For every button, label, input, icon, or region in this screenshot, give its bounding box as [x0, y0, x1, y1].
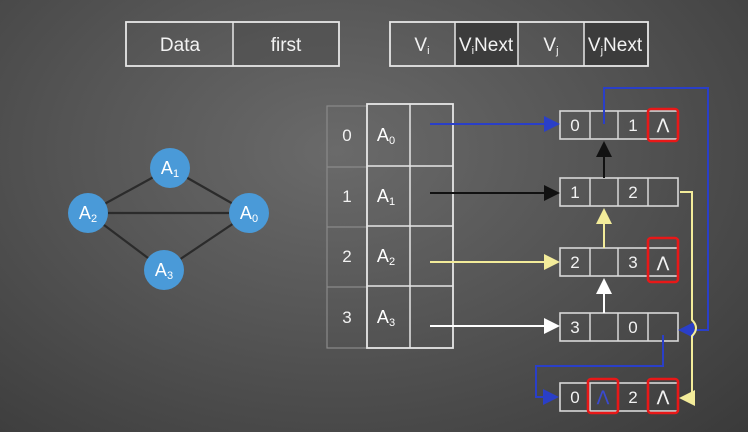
- null-highlight: [586, 377, 620, 415]
- edge-node-0: 0 1 Λ: [559, 107, 680, 143]
- vertex-table: 0 A0 1 A1 2 A2 3 A3: [326, 103, 454, 349]
- vertex-row-0: 0 A0: [342, 125, 395, 147]
- edge-node-1: 1 2: [559, 177, 679, 207]
- data-field-label: Data: [160, 35, 201, 56]
- svg-text:1: 1: [628, 116, 637, 135]
- null-highlight: [646, 236, 680, 284]
- vi-field-label: Vi: [414, 35, 429, 57]
- svg-text:0: 0: [628, 318, 637, 337]
- svg-text:1: 1: [570, 183, 579, 202]
- svg-text:2: 2: [570, 253, 579, 272]
- svg-text:A2: A2: [377, 246, 395, 268]
- graph-node-a0: A0: [229, 193, 269, 233]
- undirected-graph: A1 A2 A0 A3: [68, 148, 269, 290]
- first-pointers: [430, 116, 560, 334]
- svg-text:3: 3: [342, 308, 351, 327]
- svg-text:1: 1: [342, 187, 351, 206]
- yellow-chain-right: [679, 191, 697, 406]
- vertex-row-2: 2 A2: [342, 246, 395, 268]
- edge-node-4: 0 2 Λ Λ: [559, 377, 680, 415]
- svg-text:Λ: Λ: [597, 387, 610, 409]
- next-pointers: [535, 87, 709, 406]
- svg-text:A2: A2: [79, 203, 97, 225]
- vjnext-field-label: VjNext: [588, 35, 643, 57]
- svg-text:A1: A1: [377, 186, 395, 208]
- svg-text:Λ: Λ: [657, 387, 670, 409]
- svg-text:A3: A3: [377, 307, 395, 329]
- svg-text:2: 2: [342, 247, 351, 266]
- vinext-field-label: ViNext: [459, 35, 514, 57]
- edge-node-3: 3 0: [559, 312, 679, 342]
- svg-text:A1: A1: [161, 158, 179, 180]
- svg-text:A0: A0: [240, 203, 258, 225]
- svg-text:A3: A3: [155, 260, 173, 282]
- vertex-row-1: 1 A1: [342, 186, 395, 208]
- graph-node-a1: A1: [150, 148, 190, 188]
- svg-text:3: 3: [570, 318, 579, 337]
- edge-node-2: 2 3 Λ: [559, 236, 680, 284]
- vertex-row-3: 3 A3: [342, 307, 395, 329]
- vj-field-label: Vj: [543, 35, 558, 57]
- svg-text:A0: A0: [377, 125, 395, 147]
- graph-node-a3: A3: [144, 250, 184, 290]
- svg-text:2: 2: [628, 183, 637, 202]
- first-field-label: first: [271, 35, 302, 56]
- svg-text:0: 0: [570, 116, 579, 135]
- svg-text:3: 3: [628, 253, 637, 272]
- graph-node-a2: A2: [68, 193, 108, 233]
- blue-chain-top: [603, 87, 709, 338]
- svg-text:2: 2: [628, 388, 637, 407]
- edge-node-structure-legend: Vi ViNext Vj VjNext: [389, 21, 649, 67]
- vertex-node-structure-legend: Data first: [125, 21, 340, 67]
- svg-text:Λ: Λ: [657, 115, 670, 137]
- svg-text:0: 0: [570, 388, 579, 407]
- null-highlight: [646, 377, 680, 415]
- null-highlight: [646, 107, 680, 143]
- svg-text:Λ: Λ: [657, 253, 670, 275]
- blue-chain-bottom: [535, 335, 664, 405]
- svg-text:0: 0: [342, 126, 351, 145]
